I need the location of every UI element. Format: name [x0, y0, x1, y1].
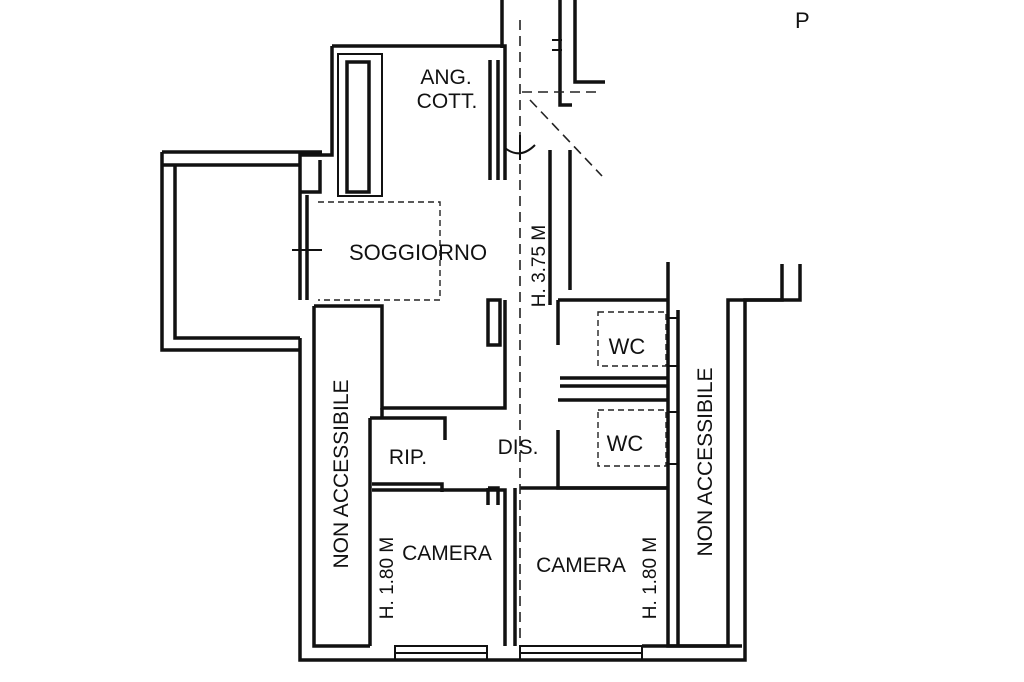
windows — [394, 317, 679, 661]
non-accessible-right-label: NON ACCESSIBILE — [694, 367, 717, 556]
height-bedroom-left-label: H. 1.80 M — [377, 537, 398, 619]
height-bedroom-right-label: H. 1.80 M — [640, 537, 661, 619]
wc-upper-label: WC — [609, 334, 646, 359]
outer-walls — [160, 44, 802, 662]
corner-mark: P — [795, 8, 810, 33]
storage-label: RIP. — [389, 446, 427, 469]
living-room-label: SOGGIORNO — [349, 240, 487, 265]
kitchen-label-line1: ANG. — [420, 66, 471, 89]
room-labels: ANG. COTT. SOGGIORNO WC WC RIP. DIS. CAM… — [330, 8, 810, 619]
bedroom-left-label: CAMERA — [402, 542, 492, 565]
wc-lower-label: WC — [607, 431, 644, 456]
bedroom-right-label: CAMERA — [536, 554, 626, 577]
interior-walls — [370, 0, 668, 646]
kitchen-label-line2: COTT. — [417, 90, 478, 113]
non-accessible-left-label: NON ACCESSIBILE — [330, 379, 353, 568]
hall-label: DIS. — [498, 436, 539, 459]
height-main-label: H. 3.75 M — [529, 225, 550, 307]
dashed-lines — [318, 20, 667, 640]
